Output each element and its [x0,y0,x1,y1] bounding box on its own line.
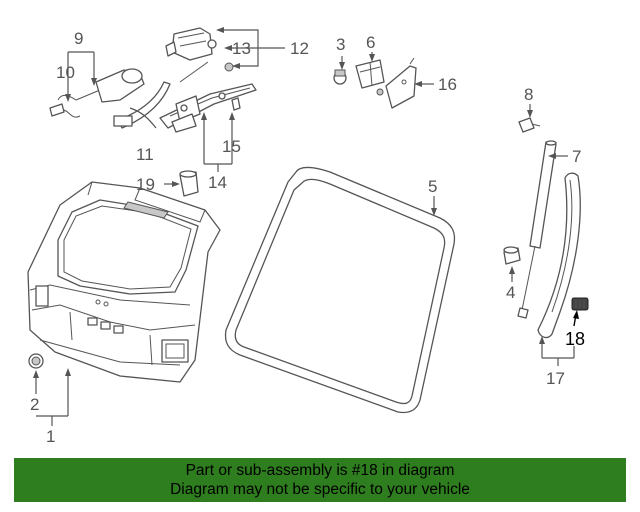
part-2-bumper [28,353,44,369]
callout-10: 10 [56,63,75,82]
callout-15: 15 [222,137,241,156]
callout-6: 6 [366,33,375,52]
part-18-clip [571,297,589,311]
callout-19: 19 [136,175,155,194]
tailgate-panel [27,181,221,383]
part-4-clip [503,246,521,265]
banner-line-2: Diagram may not be specific to your vehi… [170,481,470,498]
part-7-gas-strut [517,140,557,319]
callout-2: 2 [30,395,39,414]
part-3-clip [333,69,347,85]
callout-16: 16 [438,75,457,94]
callout-9: 9 [74,29,83,48]
part-19-bumper [179,170,199,197]
callout-18: 18 [565,329,585,349]
part-8-ball-stud [518,117,541,133]
part-11-link [113,81,171,129]
callout-12: 12 [290,39,309,58]
part-10-latch-motor [49,68,145,118]
banner-line-1: Part or sub-assembly is #18 in diagram [185,462,455,479]
callout-11: 11 [136,145,154,164]
callout-8: 8 [524,85,533,104]
part-5-weatherstrip [224,166,456,414]
callout-4: 4 [506,283,515,302]
part-6-bracket [355,59,385,96]
info-banner: Part or sub-assembly is #18 in diagram D… [14,458,626,502]
callout-13: 13 [232,39,251,58]
callout-labels: 9 10 13 12 3 6 16 11 15 14 19 5 8 7 4 18… [30,29,585,446]
callout-3: 3 [336,35,345,54]
callout-14: 14 [208,173,227,192]
callout-1: 1 [46,427,55,446]
callout-7: 7 [572,147,581,166]
part-17-trim [537,172,581,339]
part-14-striker-rail [159,83,257,133]
part-16-hinge [385,57,417,109]
part-12-latch [165,27,234,83]
leader-lines [33,27,579,426]
parts-diagram: 9 10 13 12 3 6 16 11 15 14 19 5 8 7 4 18… [27,27,589,446]
callout-5: 5 [428,177,437,196]
callout-17: 17 [546,369,565,388]
